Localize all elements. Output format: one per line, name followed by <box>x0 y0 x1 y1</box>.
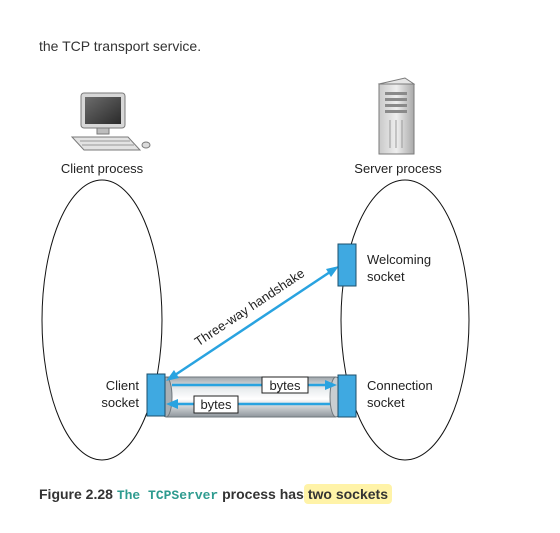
caption-highlight: two sockets <box>303 484 392 504</box>
figure-number: Figure 2.28 <box>39 486 113 502</box>
two-sockets-diagram: Client process Server process bytes byte… <box>41 77 470 461</box>
client-process-title: Client process <box>61 161 144 176</box>
client-socket-label-line2: socket <box>101 395 139 410</box>
server-process-title: Server process <box>354 161 442 176</box>
welcoming-socket <box>337 243 357 287</box>
tcp-connection-pipe <box>159 376 343 418</box>
client-process-oval <box>41 179 163 461</box>
welcoming-label-line1: Welcoming <box>367 252 431 267</box>
three-way-handshake-label: Three-way handshake <box>192 265 307 349</box>
server-process-oval <box>340 179 470 461</box>
connection-label-line1: Connection <box>367 378 433 393</box>
three-way-handshake-arrow <box>166 266 339 381</box>
caption-middle-text: process has <box>222 486 304 502</box>
bytes-to-server-label: bytes <box>269 378 301 393</box>
caption-code-text: The TCPServer <box>116 488 219 503</box>
welcoming-label-line2: socket <box>367 269 405 284</box>
client-computer-icon <box>70 92 151 151</box>
client-socket <box>146 373 166 417</box>
connection-socket <box>337 374 357 418</box>
connection-label-line2: socket <box>367 395 405 410</box>
server-tower-icon <box>377 77 416 155</box>
bytes-to-client-label: bytes <box>200 397 232 412</box>
intro-text: the TCP transport service. <box>39 38 202 54</box>
client-socket-label-line1: Client <box>106 378 140 393</box>
